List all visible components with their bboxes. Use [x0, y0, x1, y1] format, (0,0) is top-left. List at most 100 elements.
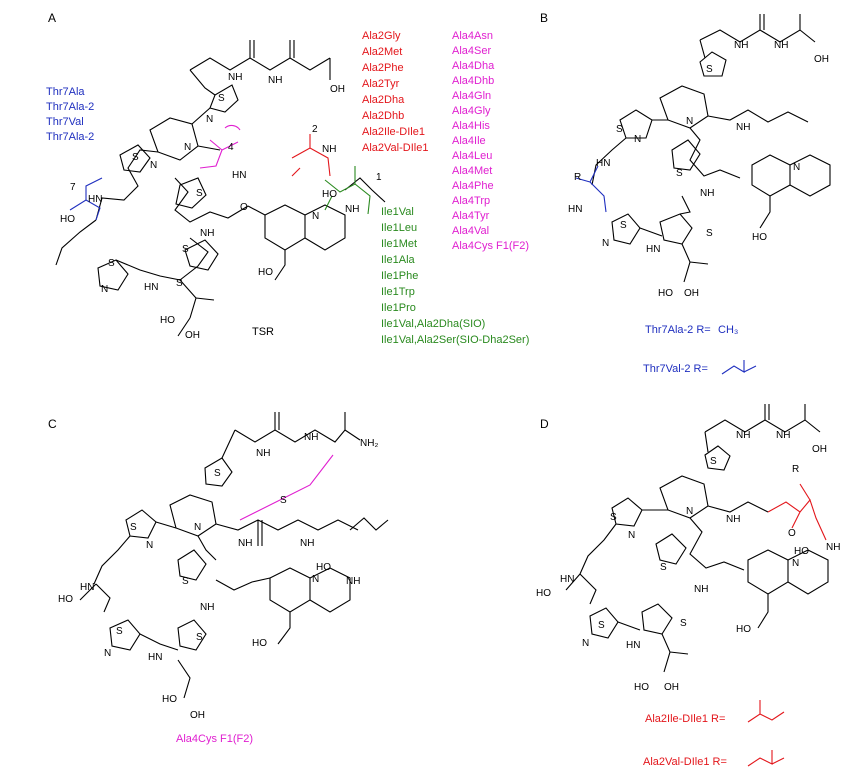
panel-a-thr7-variants: Thr7Ala Thr7Ala-2 Thr7Val Thr7Ala-2 — [46, 86, 94, 143]
ala2-residue — [767, 483, 827, 541]
variant-label: Ile1Ala — [381, 254, 416, 266]
atom-label: N — [146, 540, 153, 551]
atom-label: OH — [190, 710, 205, 721]
atom-label: N — [206, 114, 213, 125]
atom-label: S — [108, 258, 115, 269]
atom-label: HO — [322, 189, 337, 200]
atom-label: S — [598, 620, 605, 631]
position-number: 2 — [312, 124, 318, 135]
atom-label: HO — [658, 288, 673, 299]
variant-label: Ala4Gln — [452, 90, 491, 102]
atom-label: S — [176, 278, 183, 289]
atom-label: N — [184, 142, 191, 153]
position-number: 4 — [228, 142, 234, 153]
variant-label: Ala2Gly — [362, 30, 401, 42]
isopropyl-group — [721, 360, 757, 375]
variant-label: Thr7Ala-2 — [46, 131, 94, 143]
isopropyl-group — [747, 750, 785, 767]
atom-label: OH — [814, 54, 829, 65]
atom-label: N — [792, 558, 799, 569]
atom-label: O — [788, 528, 796, 539]
atom-label: N — [634, 134, 641, 145]
atom-label: OH — [684, 288, 699, 299]
compound-name-tsr: TSR — [252, 326, 274, 338]
variant-label: Thr7Val — [46, 116, 84, 128]
variant-label: Ala2Dhb — [362, 110, 404, 122]
panel-c: C — [48, 412, 389, 745]
atom-label: S — [706, 64, 713, 75]
atom-label: HO — [536, 588, 551, 599]
panel-a-letter: A — [48, 11, 56, 25]
atom-label: N — [686, 506, 693, 517]
atom-label: S — [196, 188, 203, 199]
atom-label: N — [312, 574, 319, 585]
panel-a-molecule: OH NH NH S N N S N S O NH S S N S HN HO … — [55, 40, 386, 341]
r-group-label: R — [574, 172, 581, 183]
panel-d-legend: Ala2Ile-DIle1 R= Ala2Val-DIle1 R= — [643, 700, 785, 768]
atom-label: NH — [200, 602, 214, 613]
panel-b-legend: Thr7Ala-2 R= CH₃ Thr7Val-2 R= — [643, 324, 757, 375]
variant-label: Ile1Met — [381, 238, 417, 250]
atom-label: HO — [634, 682, 649, 693]
legend-prefix: Thr7Ala-2 R= — [645, 324, 711, 336]
atom-label: N — [312, 211, 319, 222]
variant-label: Ala4Leu — [452, 150, 492, 162]
legend-prefix: Thr7Val-2 R= — [643, 363, 708, 375]
atom-label: NH — [200, 228, 214, 239]
atom-label: S — [610, 512, 617, 523]
variant-label: Ala4Met — [452, 165, 492, 177]
variant-label: Ile1Trp — [381, 286, 415, 298]
atom-label: S — [116, 626, 123, 637]
atom-label: HO — [258, 267, 273, 278]
atom-label: S — [182, 576, 189, 587]
variant-label: Ala4Gly — [452, 105, 491, 117]
r-group-label: R — [792, 464, 799, 475]
atom-label: HO — [736, 624, 751, 635]
atom-label: HN — [80, 582, 94, 593]
atom-label: S — [182, 244, 189, 255]
variant-label: Ile1Phe — [381, 270, 418, 282]
atom-label: HN — [646, 244, 660, 255]
panel-b-molecule: OH NH NH S N S N S NH NH N HO S N S HN H… — [568, 14, 831, 299]
atom-label: HN — [148, 652, 162, 663]
variant-label: Ile1Val — [381, 206, 414, 218]
atom-label: S — [280, 495, 287, 506]
variant-label: Ala2Val-DIle1 — [362, 142, 428, 154]
atom-label: NH — [345, 204, 359, 215]
panel-d-letter: D — [540, 417, 549, 431]
atom-label: NH — [776, 430, 790, 441]
atom-label: NH — [734, 40, 748, 51]
variant-label: Ala4His — [452, 120, 490, 132]
atom-label: S — [196, 632, 203, 643]
variant-label: Ala4Tyr — [452, 210, 490, 222]
variant-label: Ala2Phe — [362, 62, 404, 74]
panel-d: D — [536, 404, 840, 768]
ala2-residue — [291, 134, 331, 177]
atom-label: S — [706, 228, 713, 239]
variant-label: Ile1Leu — [381, 222, 417, 234]
panel-c-caption: Ala4Cys F1(F2) — [176, 733, 253, 745]
atom-label: S — [620, 220, 627, 231]
thr7-residue — [69, 177, 103, 221]
atom-label: HO — [316, 562, 331, 573]
legend-value: CH₃ — [718, 324, 738, 336]
variant-label: Ala2Dha — [362, 94, 405, 106]
atom-label: NH — [736, 430, 750, 441]
atom-label: NH — [700, 188, 714, 199]
thr7-residue — [575, 165, 607, 213]
atom-label: OH — [812, 444, 827, 455]
legend-prefix: Ala2Ile-DIle1 R= — [645, 713, 725, 725]
atom-label: HN — [626, 640, 640, 651]
atom-label: NH — [256, 448, 270, 459]
atom-label: S — [710, 456, 717, 467]
atom-label: N — [602, 238, 609, 249]
atom-label: NH — [346, 576, 360, 587]
atom-label: NH — [228, 72, 242, 83]
panel-a-ile1-variants: Ile1Val Ile1Leu Ile1Met Ile1Ala Ile1Phe … — [381, 206, 529, 346]
atom-label: HO — [252, 638, 267, 649]
atom-label: HN — [560, 574, 574, 585]
atom-label: HN — [144, 282, 158, 293]
atom-label: HO — [162, 694, 177, 705]
atom-label: S — [680, 618, 687, 629]
